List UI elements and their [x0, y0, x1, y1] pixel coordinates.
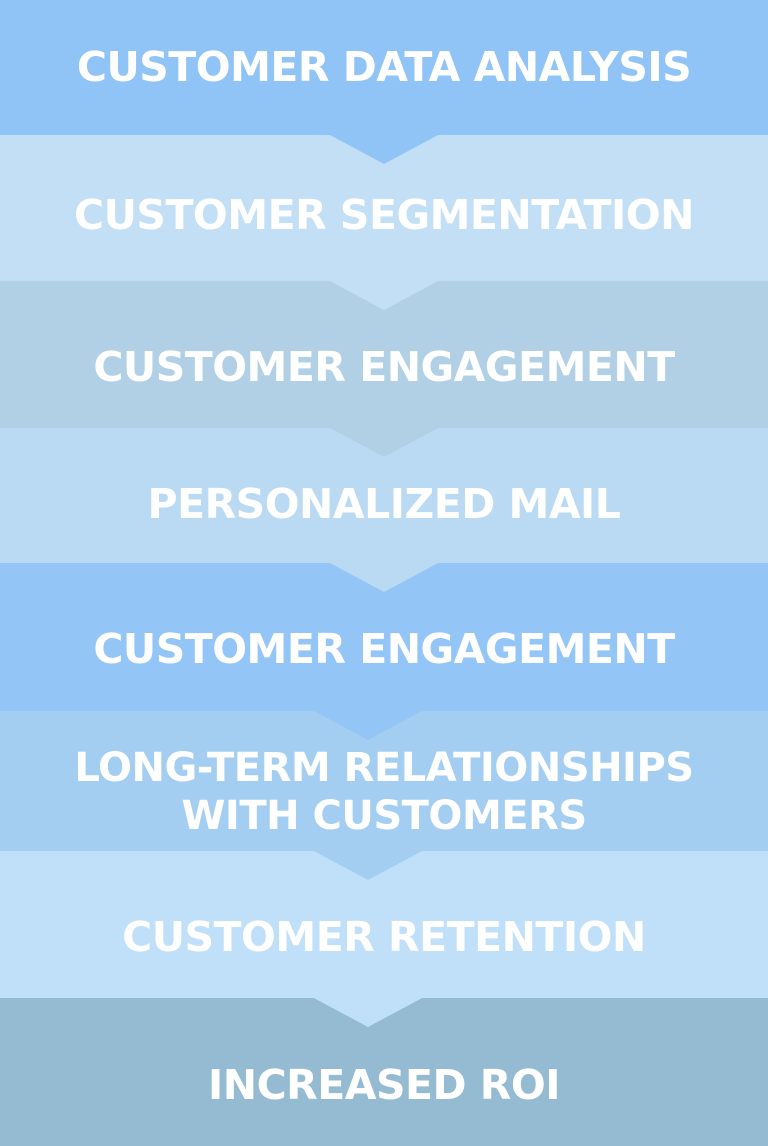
down-arrow-icon	[328, 134, 440, 164]
step-label: PERSONALIZED MAIL	[147, 480, 621, 529]
down-arrow-icon	[312, 997, 424, 1027]
step-label: LONG-TERM RELATIONSHIPS WITH CUSTOMERS	[74, 745, 694, 839]
step-customer-engagement: CUSTOMER ENGAGEMENT	[0, 281, 768, 428]
step-label: CUSTOMER DATA ANALYSIS	[76, 43, 692, 92]
step-customer-retention: CUSTOMER RETENTION	[0, 851, 768, 998]
step-customer-data-analysis: CUSTOMER DATA ANALYSIS	[0, 0, 768, 135]
step-label: CUSTOMER SEGMENTATION	[74, 190, 694, 239]
step-customer-engagement-2: CUSTOMER ENGAGEMENT	[0, 563, 768, 711]
down-arrow-icon	[312, 710, 424, 740]
step-label: CUSTOMER RETENTION	[122, 913, 646, 962]
step-label: INCREASED ROI	[208, 1060, 561, 1109]
down-arrow-icon	[328, 562, 440, 592]
down-arrow-icon	[328, 427, 440, 457]
step-label: CUSTOMER ENGAGEMENT	[93, 624, 675, 673]
down-arrow-icon	[328, 280, 440, 310]
step-label: CUSTOMER ENGAGEMENT	[93, 343, 675, 392]
step-long-term-relationships: LONG-TERM RELATIONSHIPS WITH CUSTOMERS	[0, 711, 768, 851]
down-arrow-icon	[312, 850, 424, 880]
